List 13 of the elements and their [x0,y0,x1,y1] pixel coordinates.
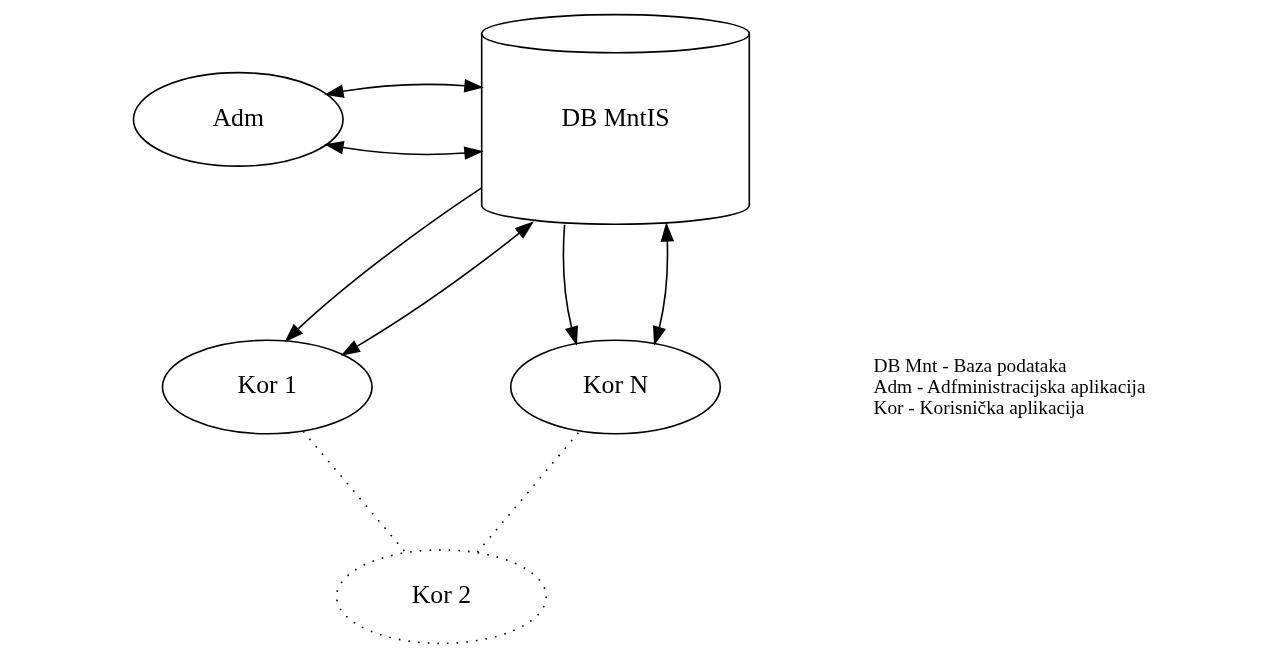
label: DB Mnt - Baza podataka [872,354,1067,376]
connector [476,430,580,554]
node-ellipse: Kor 2 [335,549,547,645]
node-ellipse: Kor N [509,339,721,435]
arrow [323,78,484,98]
label: Adm - Adfministracijska aplikacija [872,375,1146,397]
arrow [652,222,674,346]
connector [302,430,406,554]
label: Kor - Korisnička aplikacija [872,396,1084,418]
arrow [284,187,482,343]
arrow [562,223,578,346]
arrow [323,140,484,160]
arrow [340,221,534,356]
